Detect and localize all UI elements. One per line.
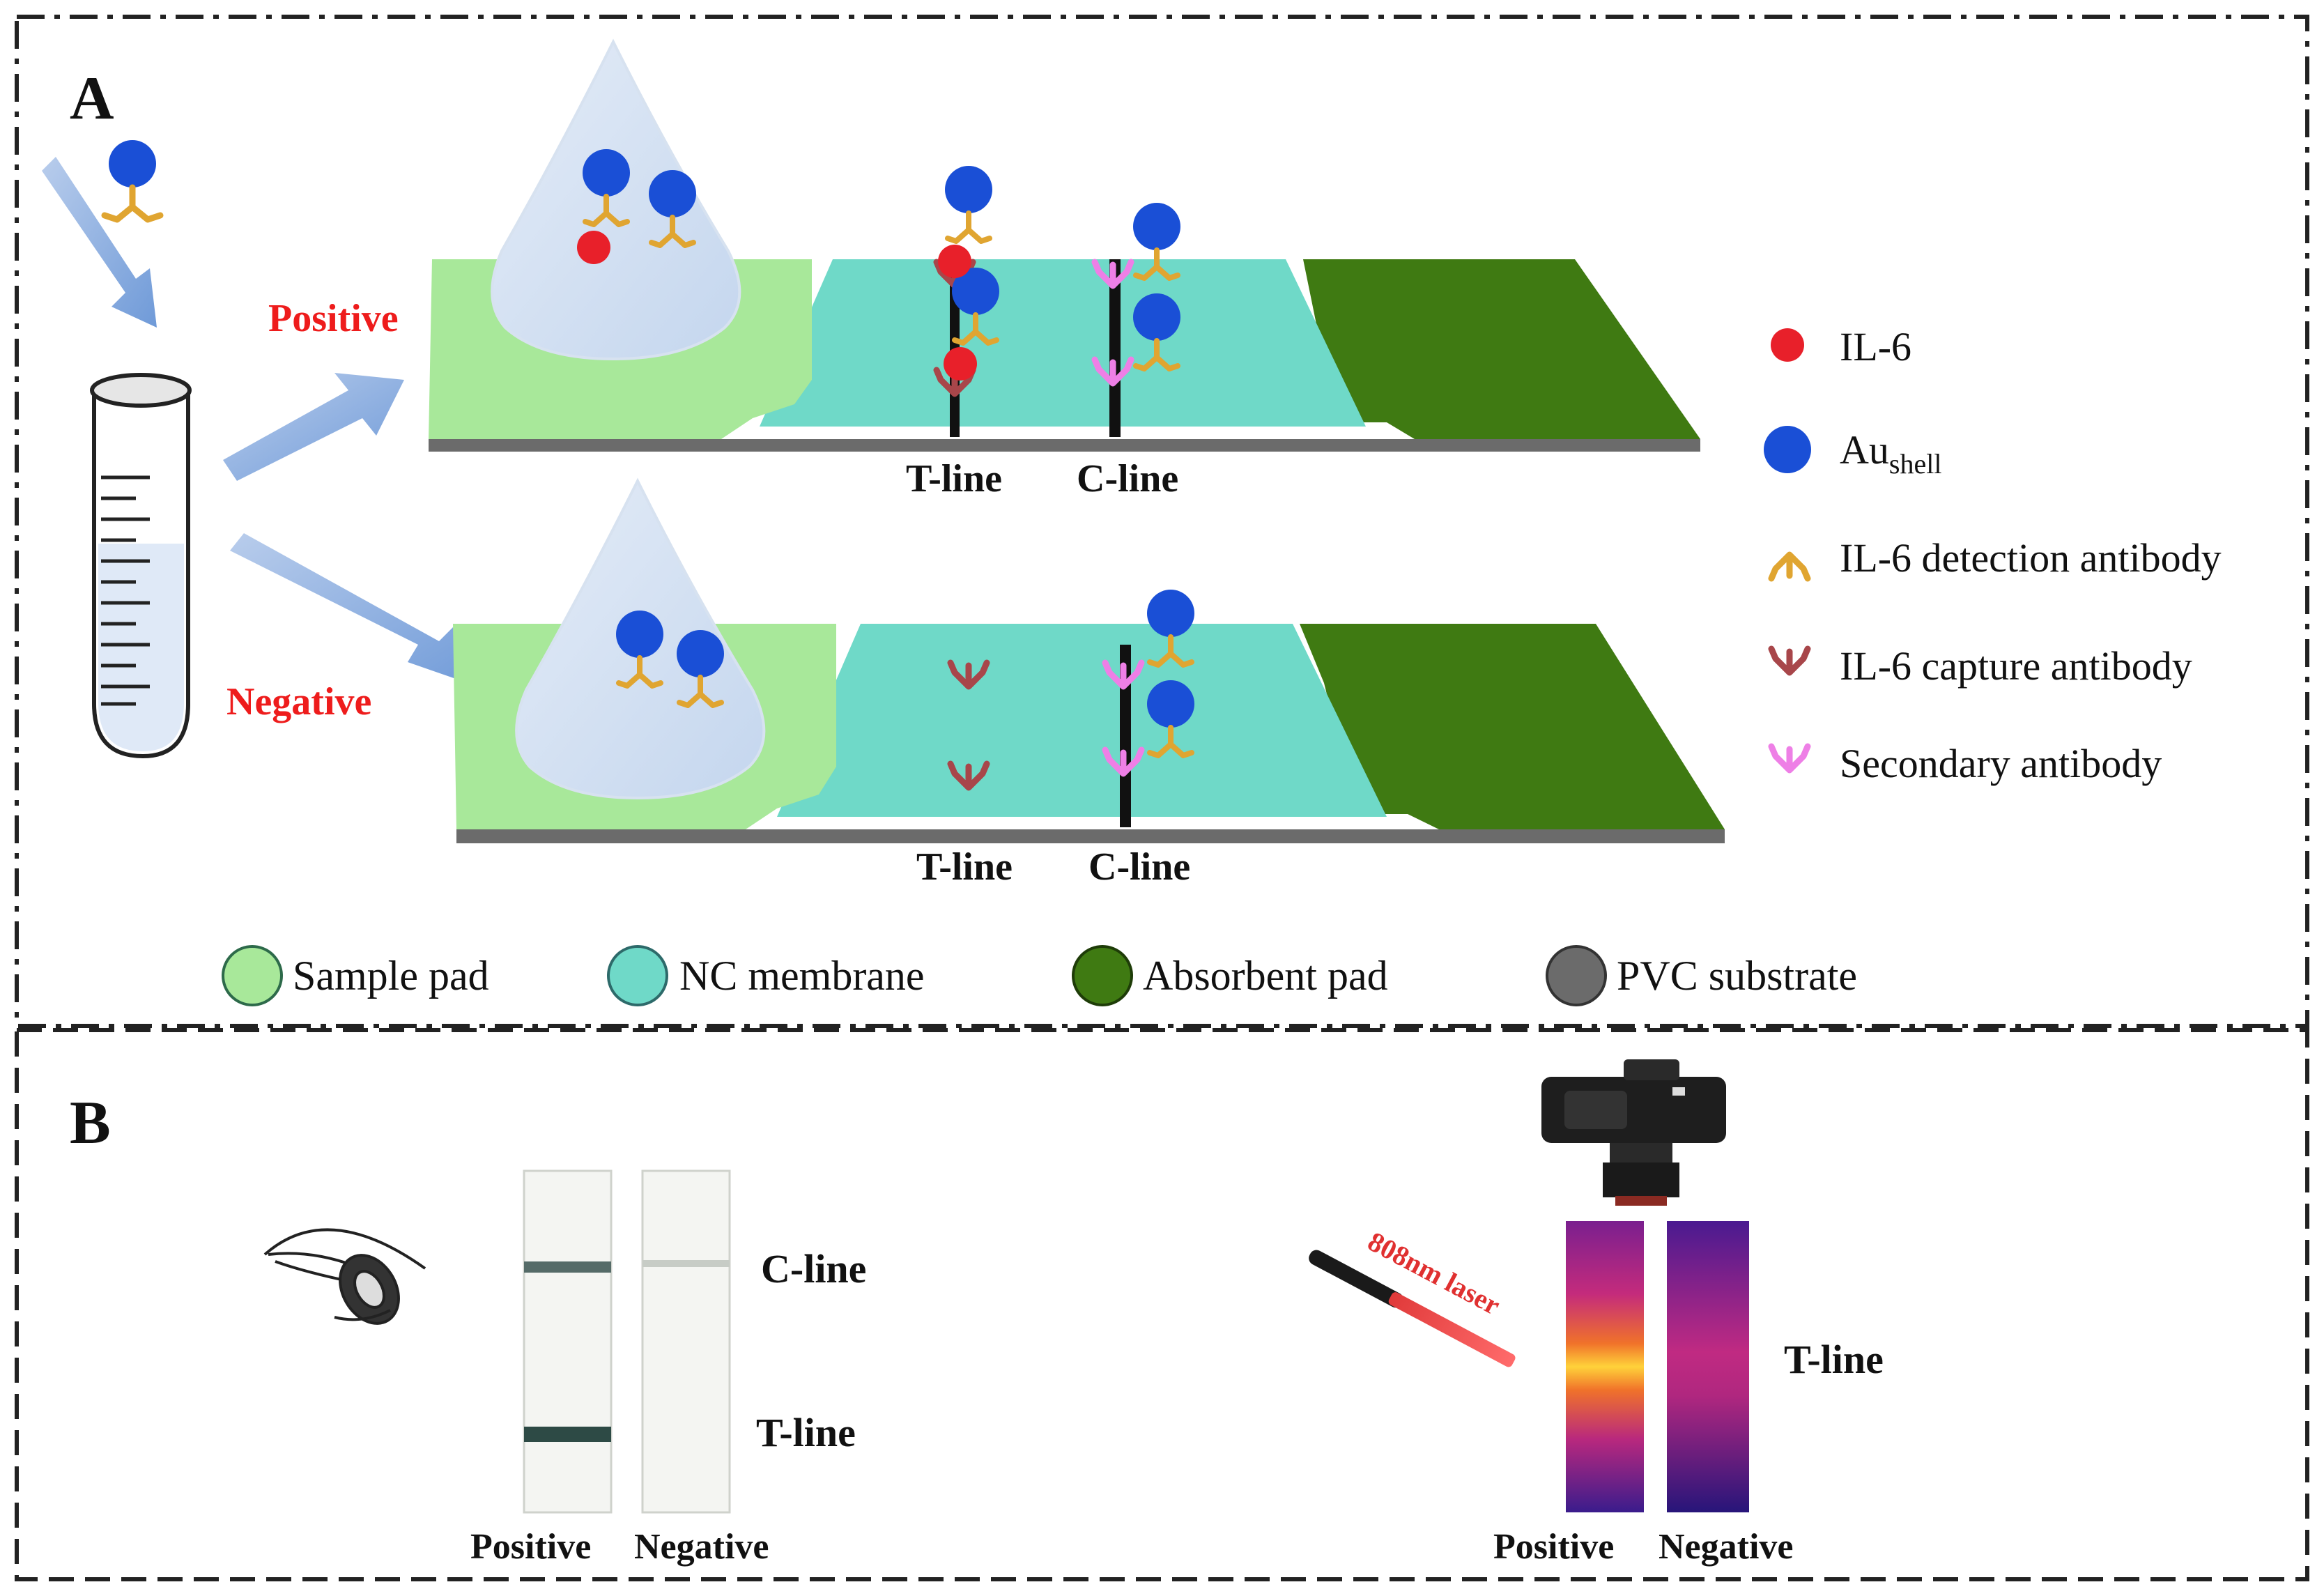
t-line-label-positive: T-line <box>906 457 1002 500</box>
c-line-label-positive: C-line <box>1077 457 1178 500</box>
sample-drop-negative <box>515 477 766 800</box>
c-line-band-negative <box>642 1260 730 1267</box>
il6-icon <box>938 245 971 278</box>
t-line-band-positive <box>524 1427 611 1442</box>
absorbent-pad-swatch <box>1072 945 1133 1006</box>
laser-label: 808nm laser <box>1363 1225 1506 1321</box>
absorbent-pad-label: Absorbent pad <box>1143 953 1388 999</box>
visual-strip-positive <box>523 1169 613 1514</box>
c-line-label-negative: C-line <box>1088 845 1190 889</box>
legend-il6-label: IL-6 <box>1840 324 1911 369</box>
nc-membrane-positive <box>760 259 1366 427</box>
absorbent-pad-positive <box>1303 259 1700 439</box>
sample-pad-label: Sample pad <box>293 953 489 999</box>
legend-au-sub: shell <box>1889 448 1942 479</box>
negative-label: Negative <box>226 680 371 723</box>
legend-secondary-label: Secondary antibody <box>1840 741 2162 786</box>
pvc-substrate-negative <box>456 829 1725 843</box>
panel-b-label: B <box>70 1089 111 1157</box>
legend-au-main: Au <box>1840 427 1889 473</box>
legend-au-shell: Aushell <box>1764 426 1941 479</box>
thermal-strip-positive <box>1566 1221 1644 1512</box>
pvc-substrate-swatch <box>1546 945 1607 1006</box>
visual-t-line-label: T-line <box>756 1410 856 1455</box>
arrow-to-positive <box>223 373 404 481</box>
t-line-label-negative: T-line <box>916 845 1013 889</box>
thermal-camera-icon <box>1541 1059 1726 1206</box>
pvc-substrate-positive <box>429 439 1700 452</box>
c-line-bar-positive <box>1109 259 1121 437</box>
il6-icon <box>944 347 977 381</box>
c-line-bar-negative <box>1120 645 1131 827</box>
test-tube-icon <box>90 373 192 759</box>
sample-pad-swatch <box>222 945 283 1006</box>
thermal-negative-label: Negative <box>1659 1527 1793 1567</box>
legend-capture-antibody: IL-6 capture antibody <box>1771 643 2192 689</box>
capture-antibody-icon <box>1771 649 1808 673</box>
visual-c-line-label: C-line <box>761 1246 866 1291</box>
legend-au-shell-label: Aushell <box>1840 427 1941 479</box>
conjugate-icon <box>101 140 164 223</box>
panel-a-label: A <box>70 65 114 132</box>
nc-membrane-swatch <box>607 945 668 1006</box>
arrow-to-tube <box>42 157 157 328</box>
visual-strip-negative <box>641 1169 731 1514</box>
legend-secondary-antibody: Secondary antibody <box>1771 741 2162 786</box>
thermal-strip-negative <box>1667 1221 1749 1512</box>
detection-antibody-icon <box>1771 555 1808 578</box>
visual-negative-label: Negative <box>634 1527 769 1567</box>
panel-b-frame <box>15 1028 2309 1581</box>
legend-il6: IL-6 <box>1771 324 1911 369</box>
laser-pointer-icon: 808nm laser <box>1309 1225 1516 1367</box>
secondary-antibody-icon <box>1771 746 1808 770</box>
au-shell-icon <box>1764 426 1811 473</box>
visual-positive-label: Positive <box>470 1527 591 1567</box>
thermal-t-line-label: T-line <box>1784 1337 1884 1382</box>
legend-materials: Sample pad NC membrane Absorbent pad PVC… <box>222 945 1857 1006</box>
panel-a-frame <box>15 15 2309 1028</box>
legend-detection-label: IL-6 detection antibody <box>1840 535 2222 581</box>
pvc-substrate-label: PVC substrate <box>1617 953 1857 999</box>
thermal-positive-label: Positive <box>1493 1527 1614 1567</box>
legend-detection-antibody: IL-6 detection antibody <box>1771 535 2222 581</box>
nc-membrane-negative <box>777 624 1387 817</box>
legend-component-list: IL-6 Aushell IL-6 detection antibody IL-… <box>1764 324 2222 786</box>
il6-icon <box>577 231 610 264</box>
eye-icon <box>263 1228 426 1325</box>
sample-drop-positive <box>491 38 741 361</box>
au-conjugate-icon <box>945 166 992 241</box>
arrow-to-negative <box>230 533 488 690</box>
nc-membrane-label: NC membrane <box>679 953 925 999</box>
c-line-band-positive <box>524 1261 611 1273</box>
positive-label: Positive <box>268 297 399 340</box>
legend-capture-label: IL-6 capture antibody <box>1840 643 2192 689</box>
absorbent-pad-negative <box>1300 624 1725 829</box>
il6-icon <box>1771 328 1804 362</box>
